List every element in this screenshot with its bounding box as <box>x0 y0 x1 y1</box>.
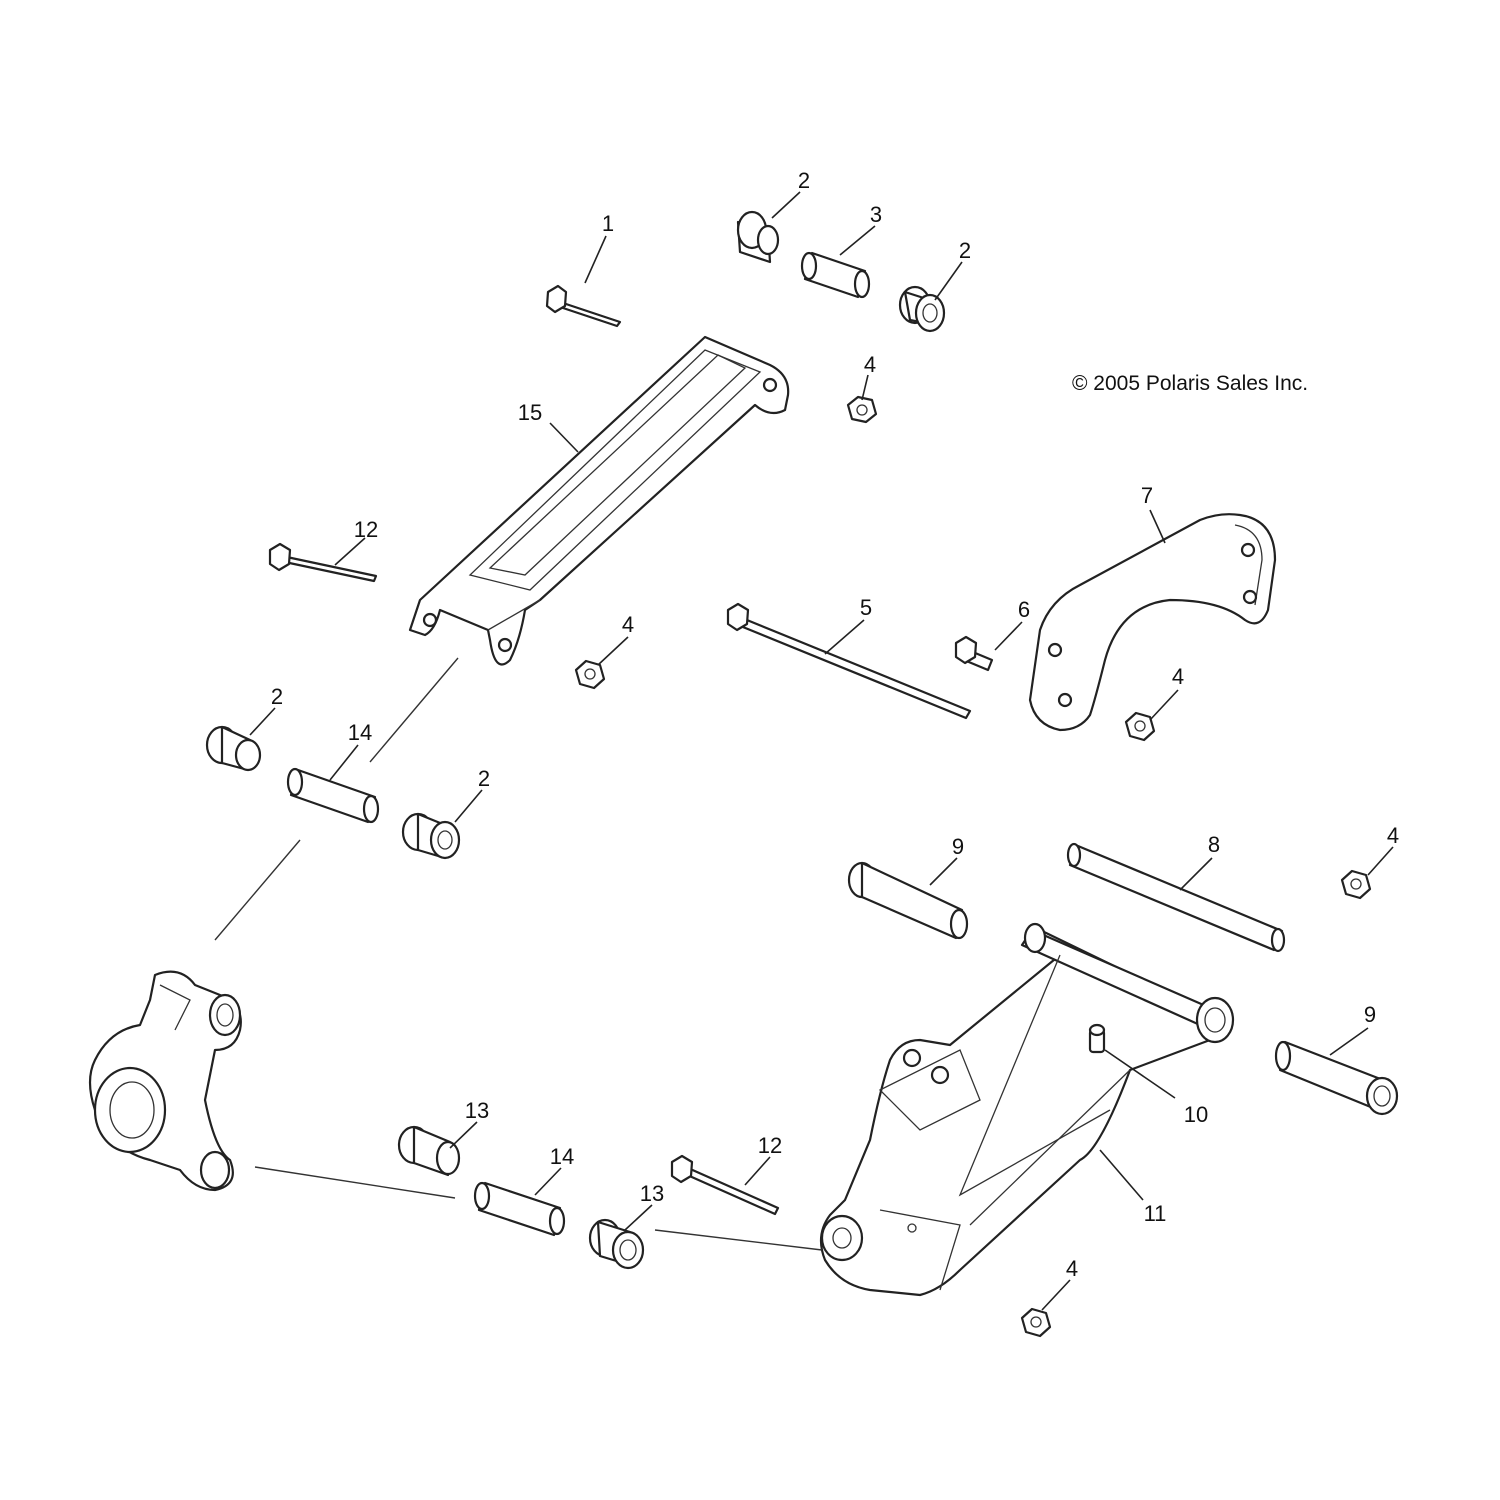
copyright-notice: © 2005 Polaris Sales Inc. <box>1072 372 1308 395</box>
alignment-lines <box>214 657 823 1251</box>
part-4-nut-top <box>846 395 878 424</box>
callout-10: 10 <box>1184 1102 1208 1127</box>
callout-14: 14 <box>550 1144 574 1169</box>
part-4-nut-mid <box>574 659 606 690</box>
callout-8: 8 <box>1208 832 1220 857</box>
callout-4: 4 <box>1172 664 1184 689</box>
part-1-bolt <box>545 284 622 328</box>
leader-lines <box>249 191 1394 1311</box>
callout-1: 1 <box>602 211 614 236</box>
callout-9: 9 <box>1364 1002 1376 1027</box>
callout-numbers: 1 2 3 2 4 15 7 12 5 6 4 4 2 14 2 4 9 8 9… <box>271 168 1399 1281</box>
part-10-grease-fitting <box>1088 1023 1106 1054</box>
part-15-upper-link-plate <box>408 335 790 666</box>
part-8-rod <box>1066 842 1286 953</box>
part-4-nut-far-right <box>1340 869 1372 900</box>
part-12-bolt-upper <box>268 542 378 583</box>
callout-2: 2 <box>478 766 490 791</box>
callout-2: 2 <box>798 168 810 193</box>
part-6-bolt <box>954 635 994 672</box>
callout-14: 14 <box>348 720 372 745</box>
callout-4: 4 <box>1066 1256 1078 1281</box>
callout-3: 3 <box>870 202 882 227</box>
callout-15: 15 <box>518 400 542 425</box>
callout-13: 13 <box>640 1181 664 1206</box>
part-4-nut-right <box>1124 711 1156 742</box>
callout-11: 11 <box>1144 1201 1167 1226</box>
part-4-nut-bottom <box>1020 1307 1052 1338</box>
part-13-bushing-left <box>397 1125 461 1177</box>
part-9-pin-lower <box>1274 1040 1399 1116</box>
part-13-bushing-right <box>588 1218 645 1270</box>
part-11-trailing-arm <box>819 922 1235 1297</box>
part-5-long-bolt <box>726 602 972 720</box>
callout-5: 5 <box>860 595 872 620</box>
part-2-bushing-top-right <box>898 285 946 333</box>
part-2-bushing-mid-left <box>205 725 262 772</box>
callout-7: 7 <box>1141 483 1153 508</box>
part-12-bolt-lower <box>670 1154 780 1216</box>
part-14-sleeve-lower <box>473 1181 566 1237</box>
spindle-knuckle <box>88 970 242 1192</box>
callout-12: 12 <box>758 1133 782 1158</box>
callout-13: 13 <box>465 1098 489 1123</box>
part-9-pin-upper <box>847 861 969 940</box>
part-7-bracket <box>1028 513 1277 732</box>
callout-4: 4 <box>864 352 876 377</box>
part-14-sleeve-upper <box>286 767 380 824</box>
callout-12: 12 <box>354 517 378 542</box>
callout-2: 2 <box>271 684 283 709</box>
part-2-bushing-top-left <box>736 210 780 264</box>
callout-4: 4 <box>622 612 634 637</box>
part-3-sleeve <box>800 251 871 299</box>
part-2-bushing-mid-right <box>401 812 461 860</box>
callout-9: 9 <box>952 834 964 859</box>
callout-2: 2 <box>959 238 971 263</box>
callout-6: 6 <box>1018 597 1030 622</box>
callout-4: 4 <box>1387 823 1399 848</box>
